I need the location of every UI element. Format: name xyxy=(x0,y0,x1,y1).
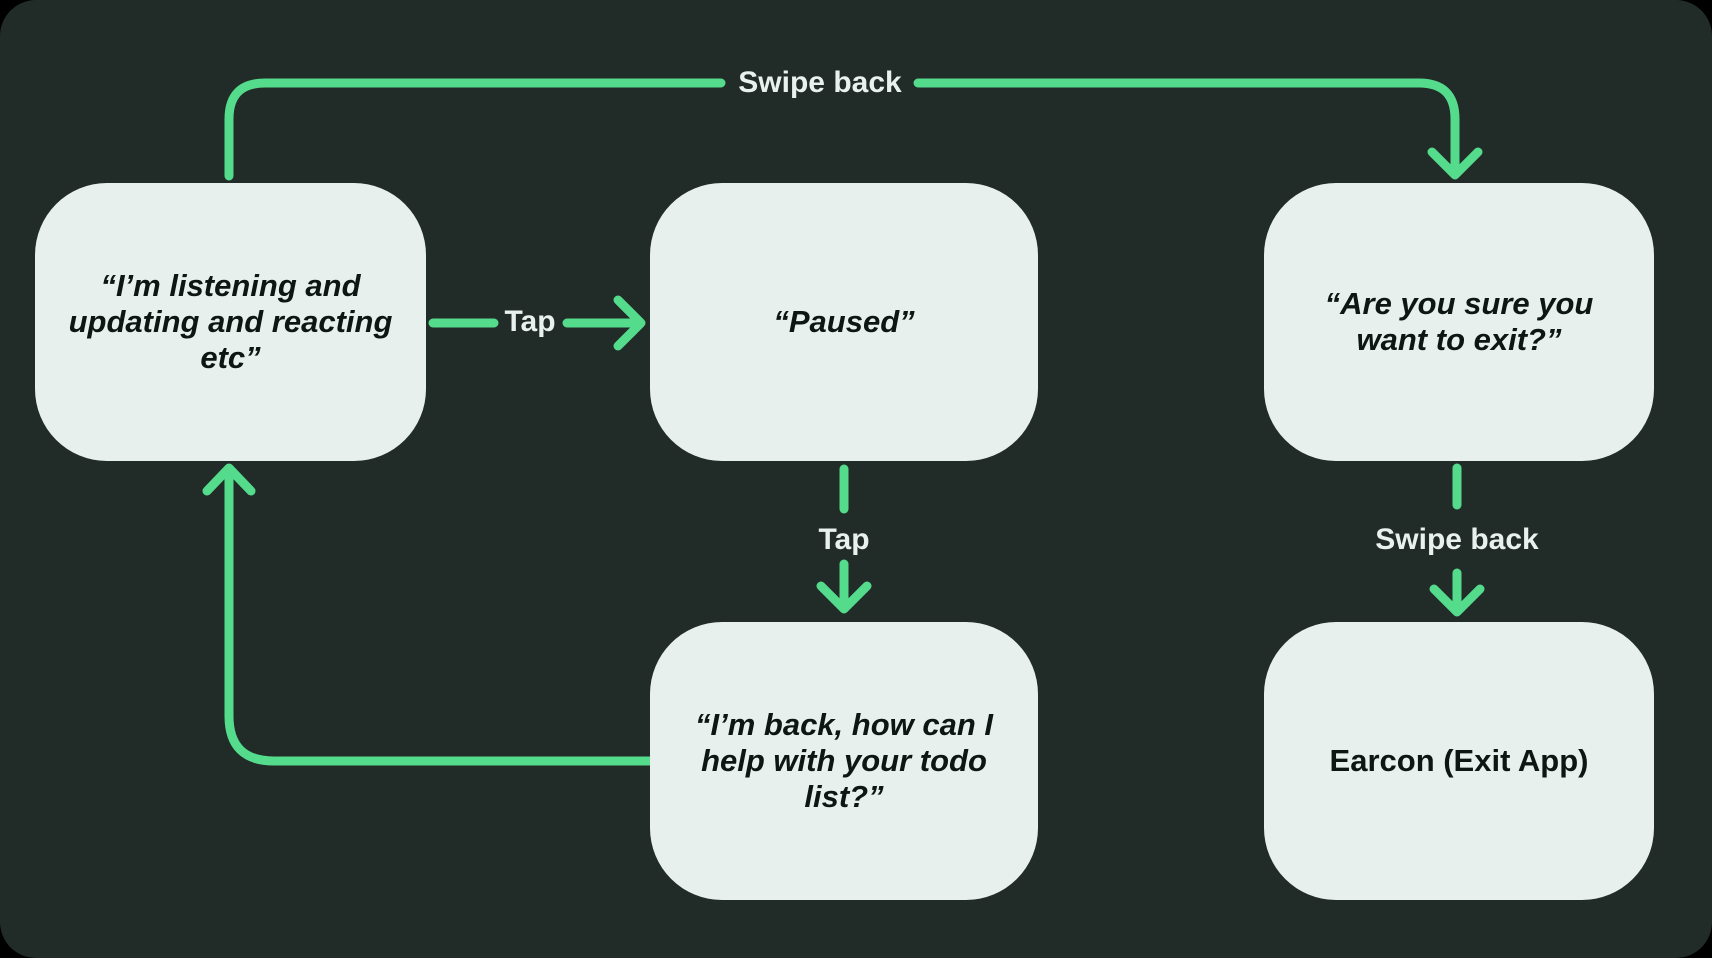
node-im-back: “I’m back, how can I help with your todo… xyxy=(650,622,1038,900)
edge-label-tap-right: Tap xyxy=(504,305,556,338)
edge-tap-down-arrowhead xyxy=(816,581,872,614)
edge-loop-back-arrowhead xyxy=(202,463,256,496)
edge-swipe-back-top-arrowhead xyxy=(1427,147,1483,180)
node-earcon: Earcon (Exit App) xyxy=(1264,622,1654,900)
node-listening: “I’m listening and updating and reacting… xyxy=(35,183,426,461)
edge-swipe-back-down-arrowhead xyxy=(1429,584,1485,617)
edge-label-swipe-back-down: Swipe back xyxy=(1375,523,1539,556)
edge-tap-right-arrowhead xyxy=(613,295,646,351)
edge-swipe-back-top-line-right xyxy=(913,78,1460,179)
node-are-you-sure: “Are you sure you want to exit?” xyxy=(1264,183,1654,461)
node-paused: “Paused” xyxy=(650,183,1038,461)
edge-swipe-back-top-line-left xyxy=(224,78,726,181)
edge-label-tap-down: Tap xyxy=(818,523,870,556)
edge-loop-back-line xyxy=(224,465,655,766)
edge-label-swipe-back-top: Swipe back xyxy=(738,66,902,99)
